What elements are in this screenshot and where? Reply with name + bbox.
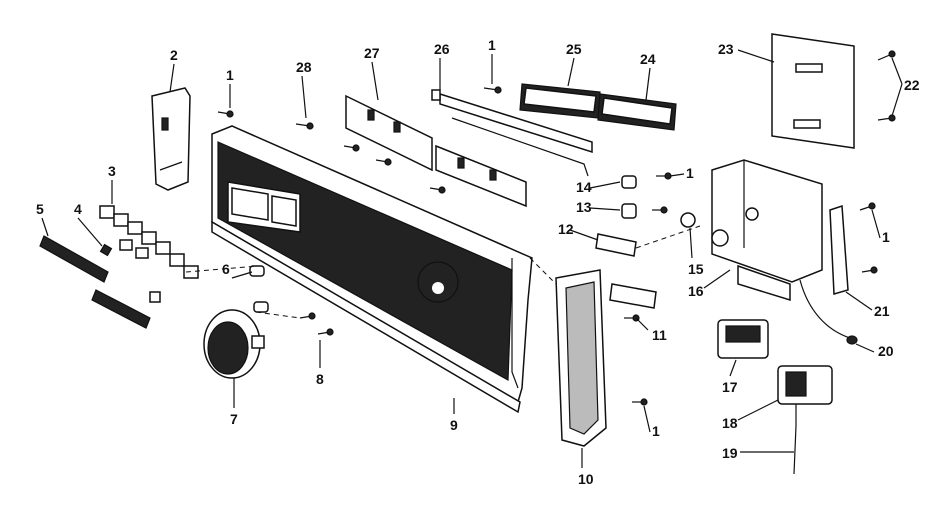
label-16: 16 <box>688 283 704 299</box>
label-11: 11 <box>652 327 667 343</box>
label-9: 9 <box>450 417 458 433</box>
part-wire <box>799 279 858 345</box>
label-25: 25 <box>566 41 582 57</box>
part-switch-strips <box>39 235 161 329</box>
label-10: 10 <box>578 471 594 487</box>
part-control-panel <box>211 125 533 414</box>
label-1e: 1 <box>652 423 660 439</box>
label-8: 8 <box>316 371 324 387</box>
part-timer-module <box>711 159 823 302</box>
label-4: 4 <box>74 201 82 217</box>
label-19: 19 <box>722 445 738 461</box>
label-26: 26 <box>434 41 450 57</box>
label-6: 6 <box>222 261 230 277</box>
part-clip <box>99 243 113 257</box>
label-3: 3 <box>108 163 116 179</box>
label-20: 20 <box>878 343 894 359</box>
label-5: 5 <box>36 201 44 217</box>
part-cover <box>771 33 855 149</box>
part-mounting-plates <box>345 94 527 208</box>
part-push-buttons <box>99 205 199 279</box>
label-1d: 1 <box>882 229 890 245</box>
label-1: 1 <box>226 67 234 83</box>
label-15: 15 <box>688 261 704 277</box>
part-terminal-blocks <box>519 83 677 131</box>
part-filter-grille <box>555 269 607 447</box>
label-18: 18 <box>722 415 738 431</box>
part-strap <box>829 204 849 295</box>
label-22: 22 <box>904 77 920 93</box>
part-connector <box>717 319 769 359</box>
callout-labels: 1 2 3 4 5 6 7 8 9 10 11 12 13 14 15 16 1… <box>36 37 920 487</box>
part-switch-bracket <box>609 283 657 309</box>
label-23: 23 <box>718 41 734 57</box>
part-small-knobs <box>249 265 269 313</box>
label-17: 17 <box>722 379 738 395</box>
part-rail <box>431 89 593 177</box>
label-27: 27 <box>364 45 380 61</box>
label-7: 7 <box>230 411 238 427</box>
part-plug <box>777 365 833 475</box>
leader-lines <box>185 225 701 319</box>
part-bracket <box>151 87 191 191</box>
label-12: 12 <box>558 221 574 237</box>
label-21: 21 <box>874 303 890 319</box>
label-2: 2 <box>170 47 178 63</box>
label-14: 14 <box>576 179 592 195</box>
label-28: 28 <box>296 59 312 75</box>
label-24: 24 <box>640 51 656 67</box>
part-selector-knob <box>203 309 265 379</box>
part-fittings <box>595 175 696 257</box>
label-1b: 1 <box>488 37 496 53</box>
label-1c: 1 <box>686 165 694 181</box>
label-13: 13 <box>576 199 592 215</box>
label-leaders <box>41 49 903 468</box>
